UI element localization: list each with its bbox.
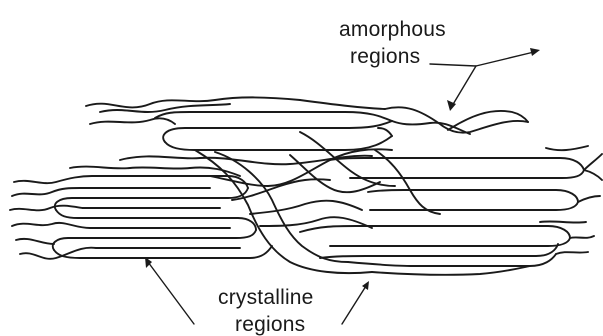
polymer-chain xyxy=(584,170,602,180)
polymer-chain xyxy=(16,239,54,244)
polymer-chain xyxy=(90,118,175,124)
polymer-chain xyxy=(195,150,372,273)
polymer-chain xyxy=(165,136,392,150)
upper-chain-bundle xyxy=(86,97,528,150)
polymer-chain xyxy=(378,128,392,136)
crystalline-label-line2: regions xyxy=(235,313,305,336)
polymer-chain xyxy=(12,188,210,196)
polymer-chain xyxy=(540,221,586,222)
polymer-chain xyxy=(250,201,362,214)
polymer-chain xyxy=(300,100,385,109)
lower-right-chain-bundle xyxy=(300,146,602,275)
polymer-chain xyxy=(300,226,570,238)
amorphous-label-line2: regions xyxy=(350,45,420,68)
polymer-chain xyxy=(330,158,584,170)
polymer-chain xyxy=(584,154,602,170)
polymer-chain xyxy=(14,176,248,188)
crystalline-arrow xyxy=(342,286,366,324)
polymer-chain xyxy=(375,150,440,214)
crystalline-arrow xyxy=(148,262,194,324)
polymer-chain xyxy=(155,112,392,121)
polymer-chain xyxy=(12,223,230,228)
amorphous-arrow xyxy=(476,52,534,66)
polymer-chain xyxy=(370,202,578,210)
amorphous-arrowhead xyxy=(530,48,540,56)
amorphous-arrow xyxy=(452,66,476,106)
polymer-chain xyxy=(163,121,392,142)
polymer-chain xyxy=(330,238,570,246)
polymer-chain xyxy=(290,155,380,192)
polymer-chain xyxy=(10,206,220,211)
polymer-chain xyxy=(70,167,240,176)
crystalline-arrowhead xyxy=(362,281,369,290)
polymer-chain xyxy=(372,266,530,275)
amorphous-leader-line xyxy=(430,64,476,66)
amorphous-pointers xyxy=(430,48,540,111)
polymer-chain xyxy=(556,252,588,254)
amorphous-tie-chains xyxy=(120,132,440,273)
crystalline-label-line1: crystalline xyxy=(218,286,314,309)
polymer-chain xyxy=(55,188,248,210)
polymer-chain xyxy=(215,152,348,262)
polymer-chain xyxy=(546,146,588,150)
polymer-chain xyxy=(368,190,578,202)
polymer-chain xyxy=(578,196,600,202)
polymer-chain xyxy=(570,236,594,238)
polymer-chain xyxy=(53,230,256,250)
polymer-chain xyxy=(350,170,584,178)
amorphous-label-line1: amorphous xyxy=(339,18,446,41)
